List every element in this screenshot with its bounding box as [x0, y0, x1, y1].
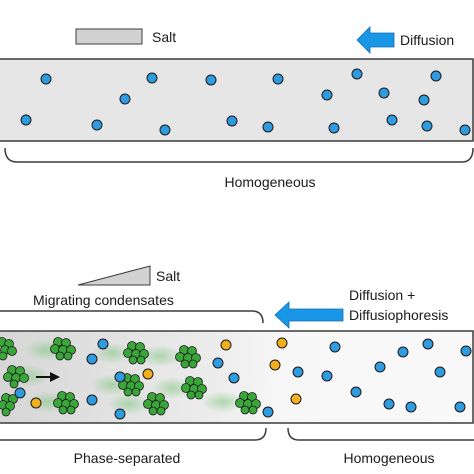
solute-particle — [212, 357, 224, 369]
solute-particle — [321, 370, 333, 382]
condensate-cluster — [0, 393, 18, 417]
solute-particle — [14, 387, 26, 399]
bottom-homogeneous-label: Homogeneous — [343, 450, 434, 466]
homogeneous-bracket — [287, 427, 474, 441]
solute-particle — [114, 371, 126, 383]
diffusion-arrow-icon — [274, 301, 344, 329]
salt-gradient-wedge — [77, 265, 151, 286]
solute-particle — [40, 73, 52, 85]
solute-particle — [351, 68, 363, 80]
top-salt-label: Salt — [152, 29, 176, 45]
solute-particle — [434, 366, 446, 378]
solute-particle — [292, 366, 304, 378]
yellow-particle — [220, 339, 232, 351]
migrating-condensates-label: Migrating condensates — [33, 292, 174, 308]
condensates — [0, 337, 261, 417]
solute-particle — [454, 401, 466, 413]
solute-particle — [328, 122, 340, 134]
solute-particle — [262, 406, 274, 418]
diffusion-arrow-icon — [356, 26, 395, 54]
solute-particle — [159, 124, 171, 136]
diffusion-label-line2: Diffusiophoresis — [349, 307, 448, 323]
yellow-particle — [142, 368, 154, 380]
condensate-cluster — [0, 337, 17, 361]
solute-particle — [378, 87, 390, 99]
phase-separated-bracket — [0, 427, 267, 441]
yellow-particle — [30, 397, 42, 409]
condensate-cluster — [53, 391, 79, 415]
yellow-particle — [276, 337, 288, 349]
top-bracket — [4, 147, 474, 163]
bottom-solute-particles — [14, 338, 472, 420]
solute-particle — [405, 401, 417, 413]
solute-particle — [321, 89, 333, 101]
yellow-particle — [269, 359, 281, 371]
yellow-particle — [290, 393, 302, 405]
solute-particle — [205, 74, 217, 86]
yellow-particles — [30, 337, 302, 409]
solute-particle — [262, 121, 274, 133]
solute-particle — [430, 70, 442, 82]
solute-particle — [226, 115, 238, 127]
solute-particle — [397, 346, 409, 358]
solute-particle — [350, 386, 362, 398]
solute-particle — [329, 341, 341, 353]
solute-particle — [272, 73, 284, 85]
top-diffusion-label: Diffusion — [400, 32, 454, 48]
bottom-salt-label: Salt — [156, 268, 180, 284]
condensate-cluster — [50, 337, 76, 361]
migration-arrow-icon — [36, 372, 60, 382]
solute-particle — [418, 94, 430, 106]
top-solute-particles — [20, 68, 471, 136]
bottom-top-bracket — [0, 310, 264, 324]
phase-separated-label: Phase-separated — [74, 450, 181, 466]
solute-particle — [421, 120, 433, 132]
solute-particle — [460, 345, 472, 357]
solute-particle — [422, 338, 434, 350]
condensate-cluster — [175, 345, 201, 369]
top-channel — [0, 58, 474, 142]
solute-particle — [91, 119, 103, 131]
solute-particle — [228, 372, 240, 384]
bottom-panel: Salt Migrating condensates Diffusion + D… — [0, 265, 474, 466]
condensate-cluster — [143, 392, 169, 416]
solute-particle — [119, 93, 131, 105]
condensate-cluster — [181, 376, 207, 400]
condensate-cluster — [118, 373, 144, 397]
solute-particle — [97, 338, 109, 350]
solute-particle — [374, 361, 386, 373]
top-state-label: Homogeneous — [224, 174, 315, 190]
solute-particle — [20, 114, 32, 126]
solute-particle — [386, 114, 398, 126]
condensate-cluster — [123, 341, 149, 365]
solute-particle — [383, 398, 395, 410]
top-panel: Salt Diffusion Homogeneous — [0, 26, 474, 190]
salt-bar — [75, 28, 143, 45]
solute-particle — [114, 408, 126, 420]
condensate-cluster — [235, 391, 261, 415]
solute-particle — [146, 72, 158, 84]
diffusion-label-line1: Diffusion + — [349, 287, 415, 303]
solute-particle — [86, 353, 98, 365]
solute-particle — [86, 394, 98, 406]
condensate-cluster — [3, 365, 29, 389]
solute-particle — [459, 124, 471, 136]
